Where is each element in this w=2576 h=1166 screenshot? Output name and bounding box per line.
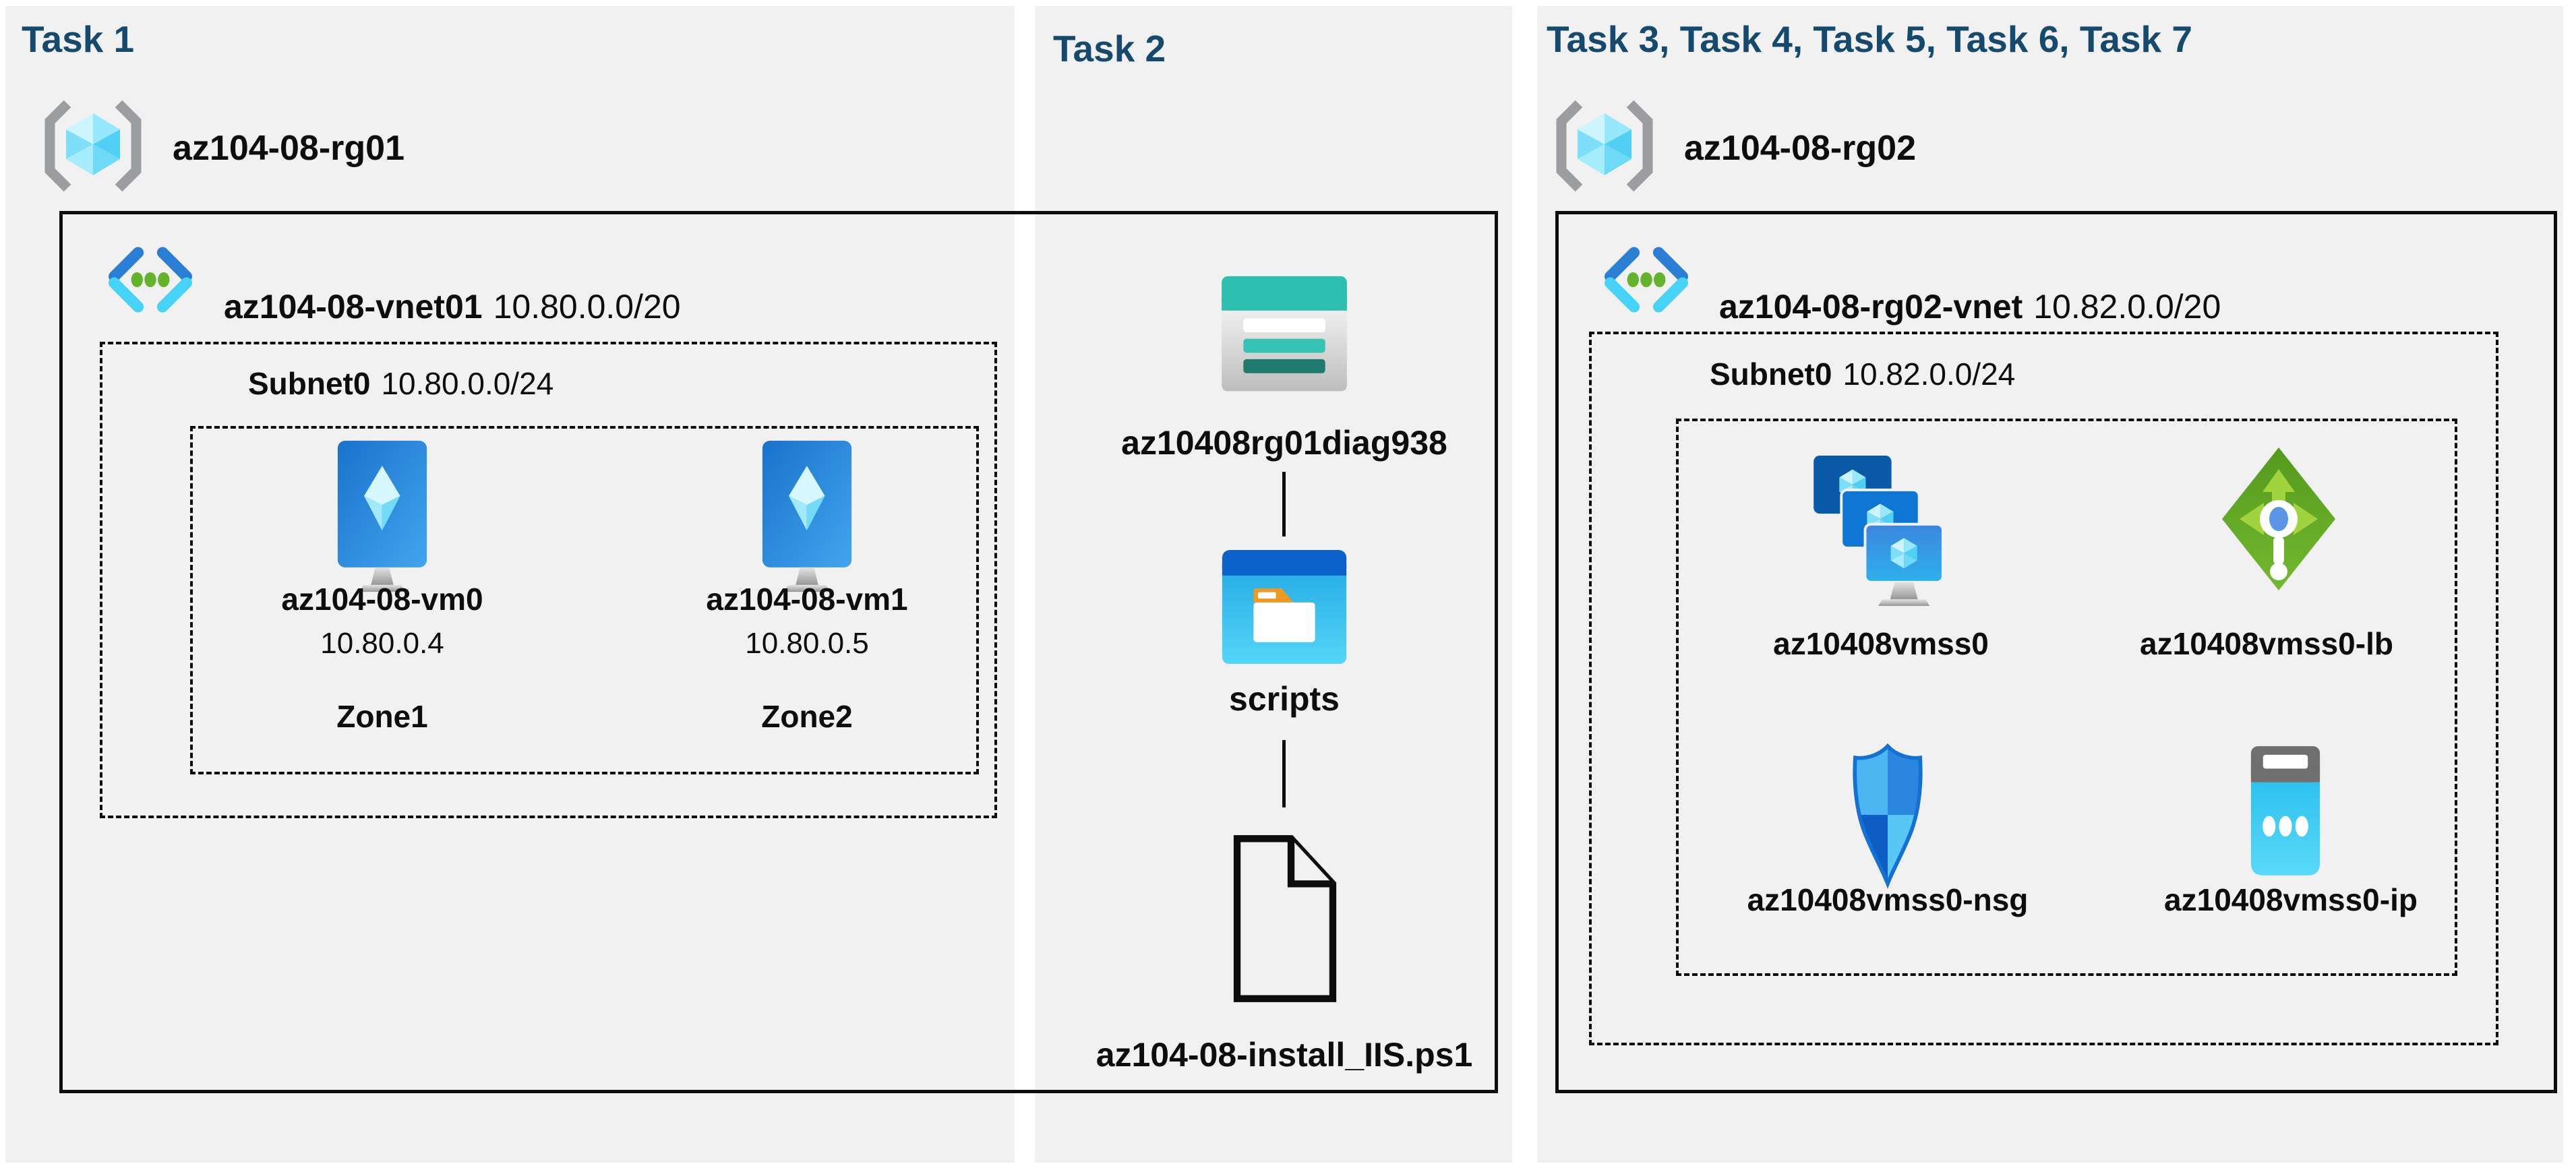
vm1-name: az104-08-vm1 xyxy=(706,582,908,617)
vnet-label: az104-08-vnet01 10.80.0.0/20 xyxy=(224,287,681,326)
vnet-name: az104-08-vnet01 xyxy=(224,288,483,326)
storage-account-label: az10408rg01diag938 xyxy=(1121,424,1447,462)
vm0-ip: 10.80.0.4 xyxy=(320,627,444,660)
scripts-folder-icon xyxy=(1220,547,1348,667)
vnet-cidr: 10.82.0.0/20 xyxy=(2033,288,2221,326)
connector-line xyxy=(1282,472,1286,536)
virtual-network-icon xyxy=(1596,244,1697,315)
resource-group-label: az104-08-rg02 xyxy=(1684,129,1916,168)
vnet-label: az104-08-rg02-vnet 10.82.0.0/20 xyxy=(1719,287,2221,326)
script-file-icon xyxy=(1228,832,1342,1006)
virtual-network-icon xyxy=(100,244,201,315)
task3-panel xyxy=(1537,6,2563,1163)
subnet-box xyxy=(100,342,997,818)
vnet-cidr: 10.80.0.0/20 xyxy=(493,288,681,326)
public-ip-label: az10408vmss0-ip xyxy=(2164,882,2418,917)
connector-line xyxy=(1282,740,1286,807)
zones-box xyxy=(190,426,979,774)
resource-group-icon xyxy=(1551,97,1658,195)
subnet-label: Subnet0 10.80.0.0/24 xyxy=(248,365,553,402)
subnet-cidr: 10.82.0.0/24 xyxy=(1843,357,2016,392)
nsg-icon xyxy=(1845,741,1930,888)
task3-boundary-box xyxy=(1555,211,2557,1093)
vm0-name: az104-08-vm0 xyxy=(281,582,483,617)
subnet-cidr: 10.80.0.0/24 xyxy=(381,366,554,401)
load-balancer-icon xyxy=(2218,445,2339,593)
vnet-name: az104-08-rg02-vnet xyxy=(1719,288,2023,326)
nsg-label: az10408vmss0-nsg xyxy=(1747,882,2029,917)
subnet-name: Subnet0 xyxy=(1710,357,1832,392)
load-balancer-label: az10408vmss0-lb xyxy=(2140,626,2393,661)
virtual-machine-icon xyxy=(760,439,854,593)
vm0-zone: Zone1 xyxy=(336,699,428,734)
vm1-ip: 10.80.0.5 xyxy=(745,627,869,660)
subnet-box xyxy=(1589,332,2498,1045)
task1-panel xyxy=(5,6,1015,1163)
task3-title: Task 3, Task 4, Task 5, Task 6, Task 7 xyxy=(1547,18,2192,60)
task2-title: Task 2 xyxy=(1053,28,1166,69)
public-ip-icon xyxy=(2242,743,2329,882)
vm-scale-set-icon xyxy=(1814,456,1946,607)
resource-group-label: az104-08-rg01 xyxy=(173,129,405,168)
task1-title: Task 1 xyxy=(22,18,135,60)
scripts-folder-label: scripts xyxy=(1229,680,1340,718)
vm1-zone: Zone2 xyxy=(761,699,853,734)
virtual-machine-icon xyxy=(335,439,429,593)
storage-account-icon xyxy=(1220,272,1348,395)
task1-task2-boundary-box xyxy=(59,211,1498,1093)
subnet-label: Subnet0 10.82.0.0/24 xyxy=(1710,356,2015,392)
subnet-name: Subnet0 xyxy=(248,366,371,401)
vmss-label: az10408vmss0 xyxy=(1773,626,1989,661)
resources-box xyxy=(1676,419,2457,976)
script-file-label: az104-08-install_IIS.ps1 xyxy=(1096,1036,1473,1074)
resource-group-icon xyxy=(39,97,147,195)
